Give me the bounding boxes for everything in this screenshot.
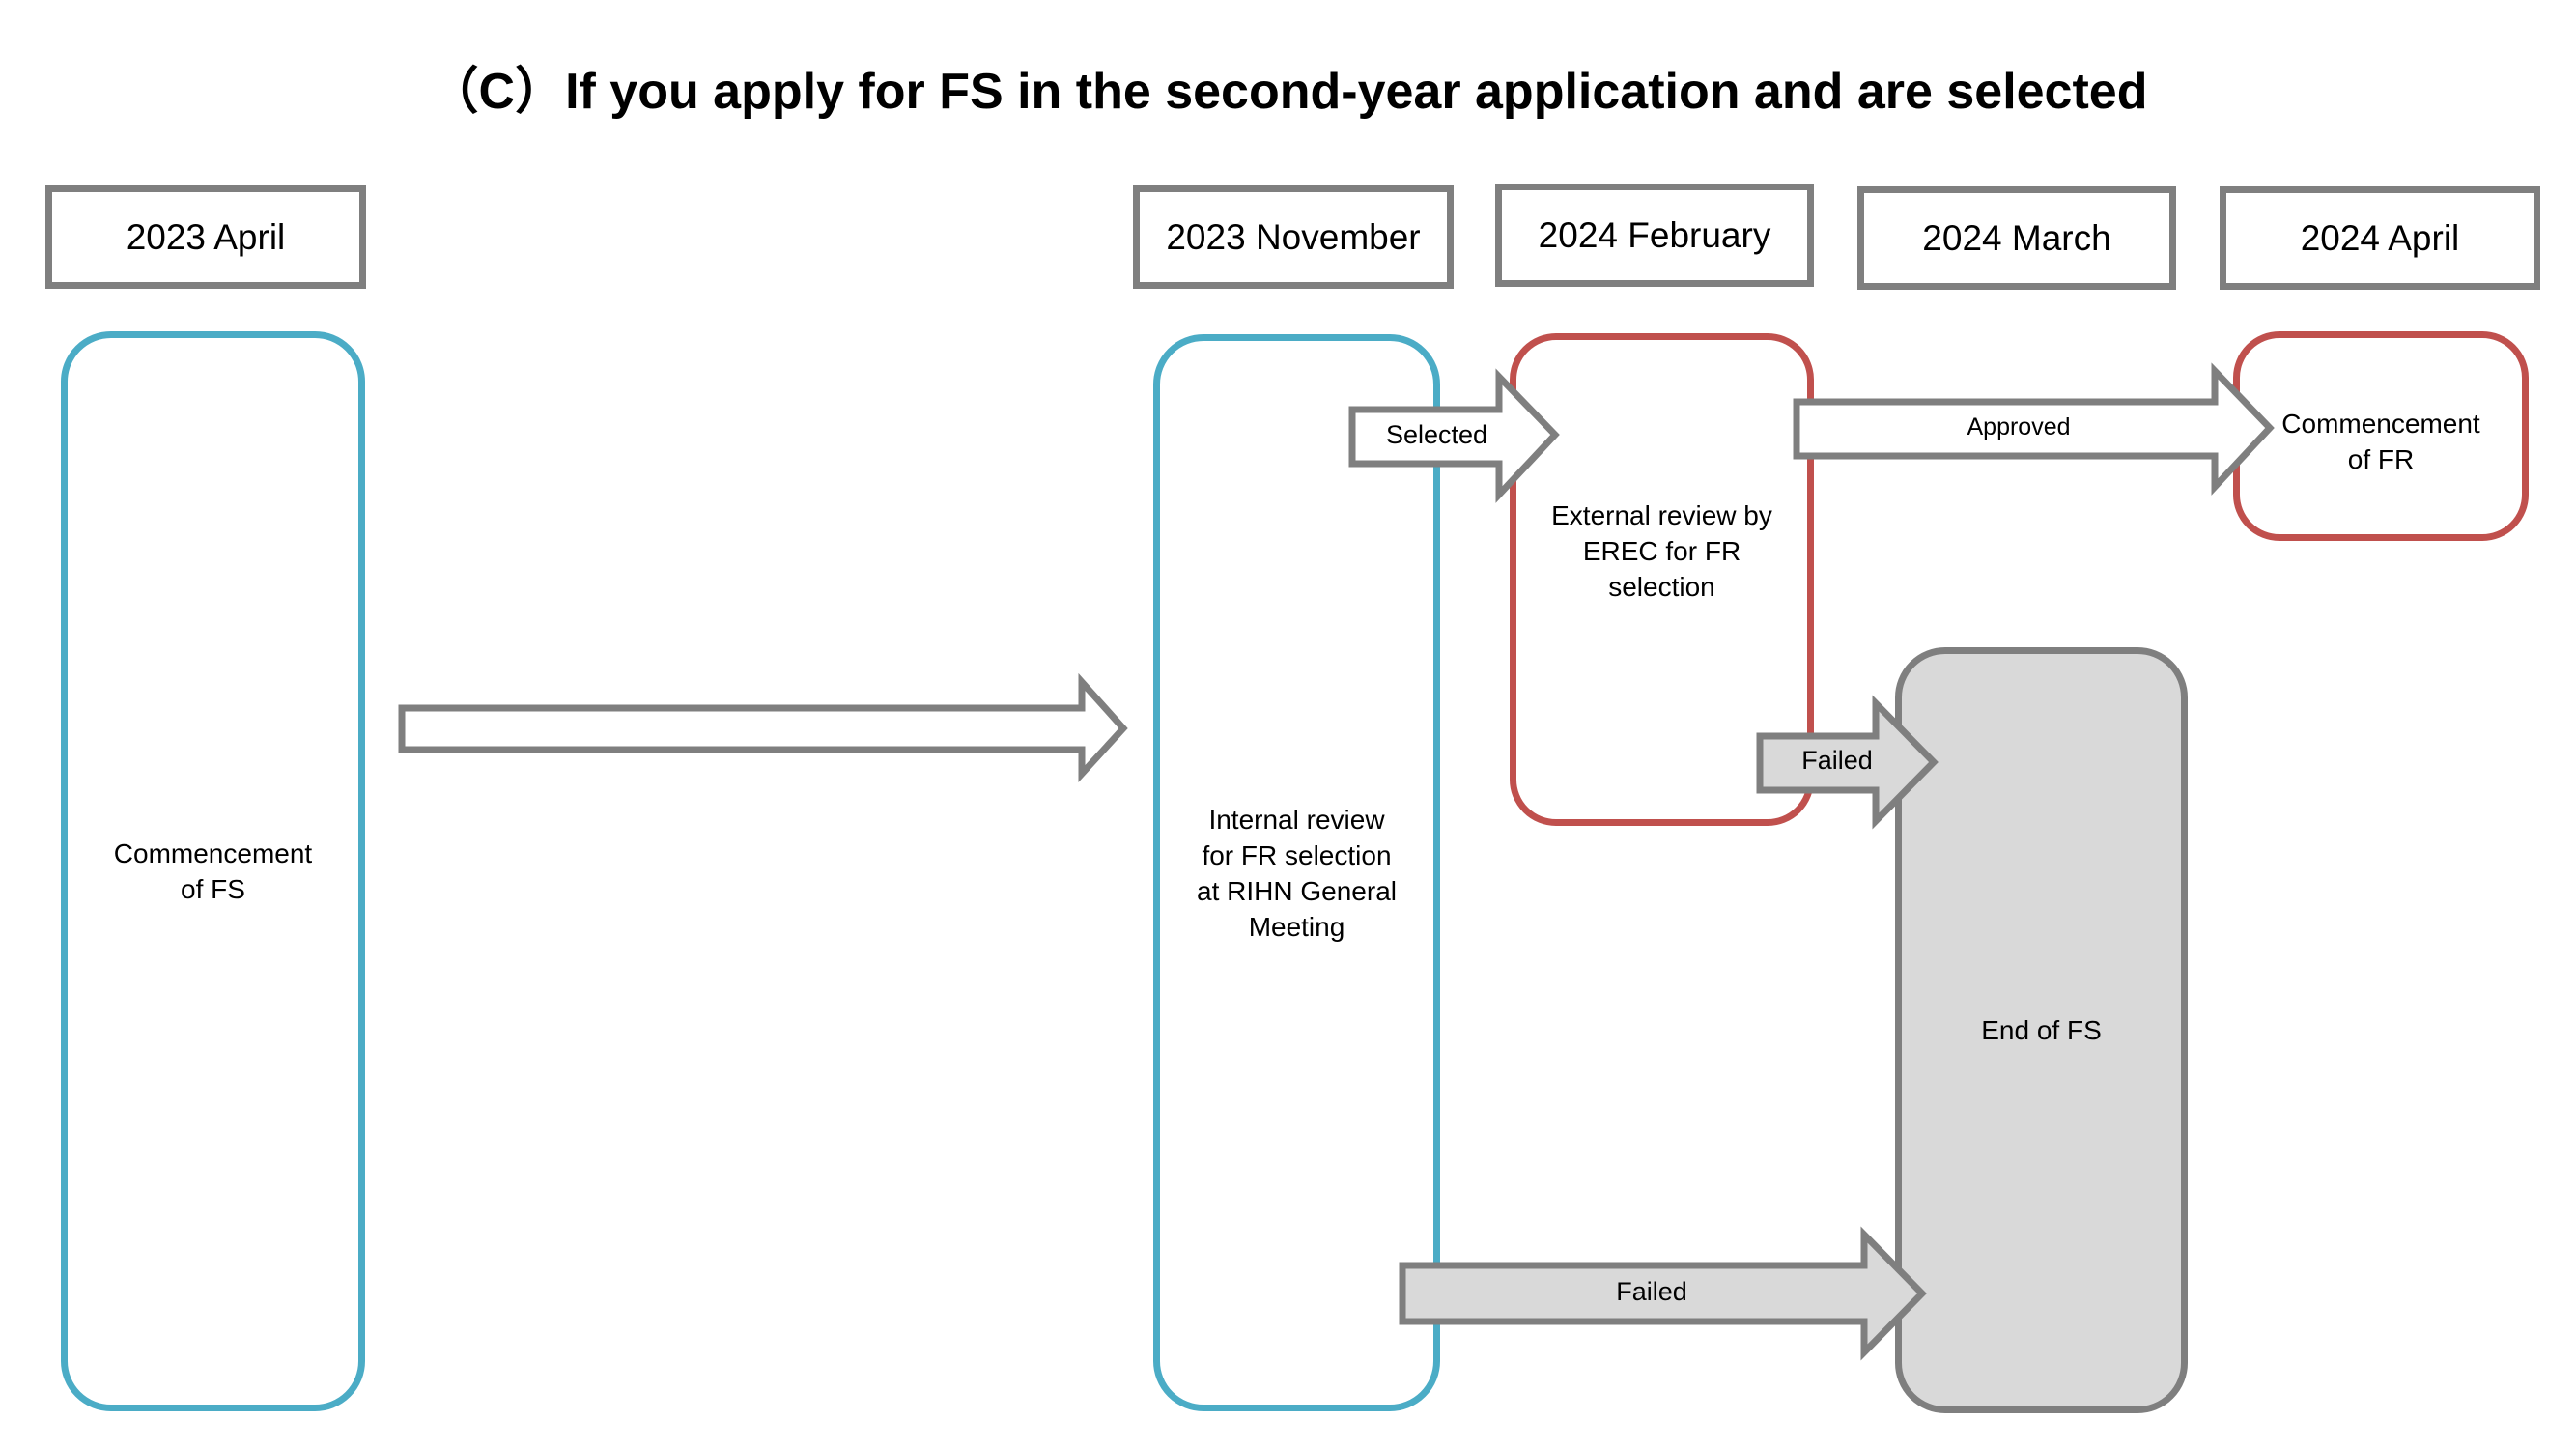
transition-arrow [398, 672, 1128, 783]
selected-arrow-label: Selected [1385, 420, 1488, 449]
month-2023-april: 2023 April [45, 185, 366, 289]
month-2023-november: 2023 November [1133, 185, 1454, 289]
failed-external-arrow [1756, 695, 1939, 830]
month-2024-february: 2024 February [1495, 184, 1814, 287]
failed-internal-arrow-label: Failed [1616, 1277, 1687, 1306]
internal-review-box: Internal review for FR selection at RIHN… [1153, 334, 1440, 1411]
approved-arrow-label: Approved [1967, 413, 2071, 440]
selected-arrow [1348, 368, 1560, 503]
failed-internal-arrow [1399, 1226, 1927, 1361]
diagram-title: （C）If you apply for FS in the second-yea… [428, 64, 2148, 120]
month-2024-march: 2024 March [1857, 186, 2176, 290]
commencement-of-fr-box: Commencement of FR [2233, 331, 2529, 541]
failed-external-arrow-label: Failed [1801, 746, 1873, 775]
month-2024-april: 2024 April [2220, 186, 2540, 290]
end-of-fs-box: End of FS [1895, 647, 2188, 1413]
commencement-of-fs-box: Commencement of FS [61, 331, 365, 1411]
approved-arrow [1793, 362, 2275, 496]
